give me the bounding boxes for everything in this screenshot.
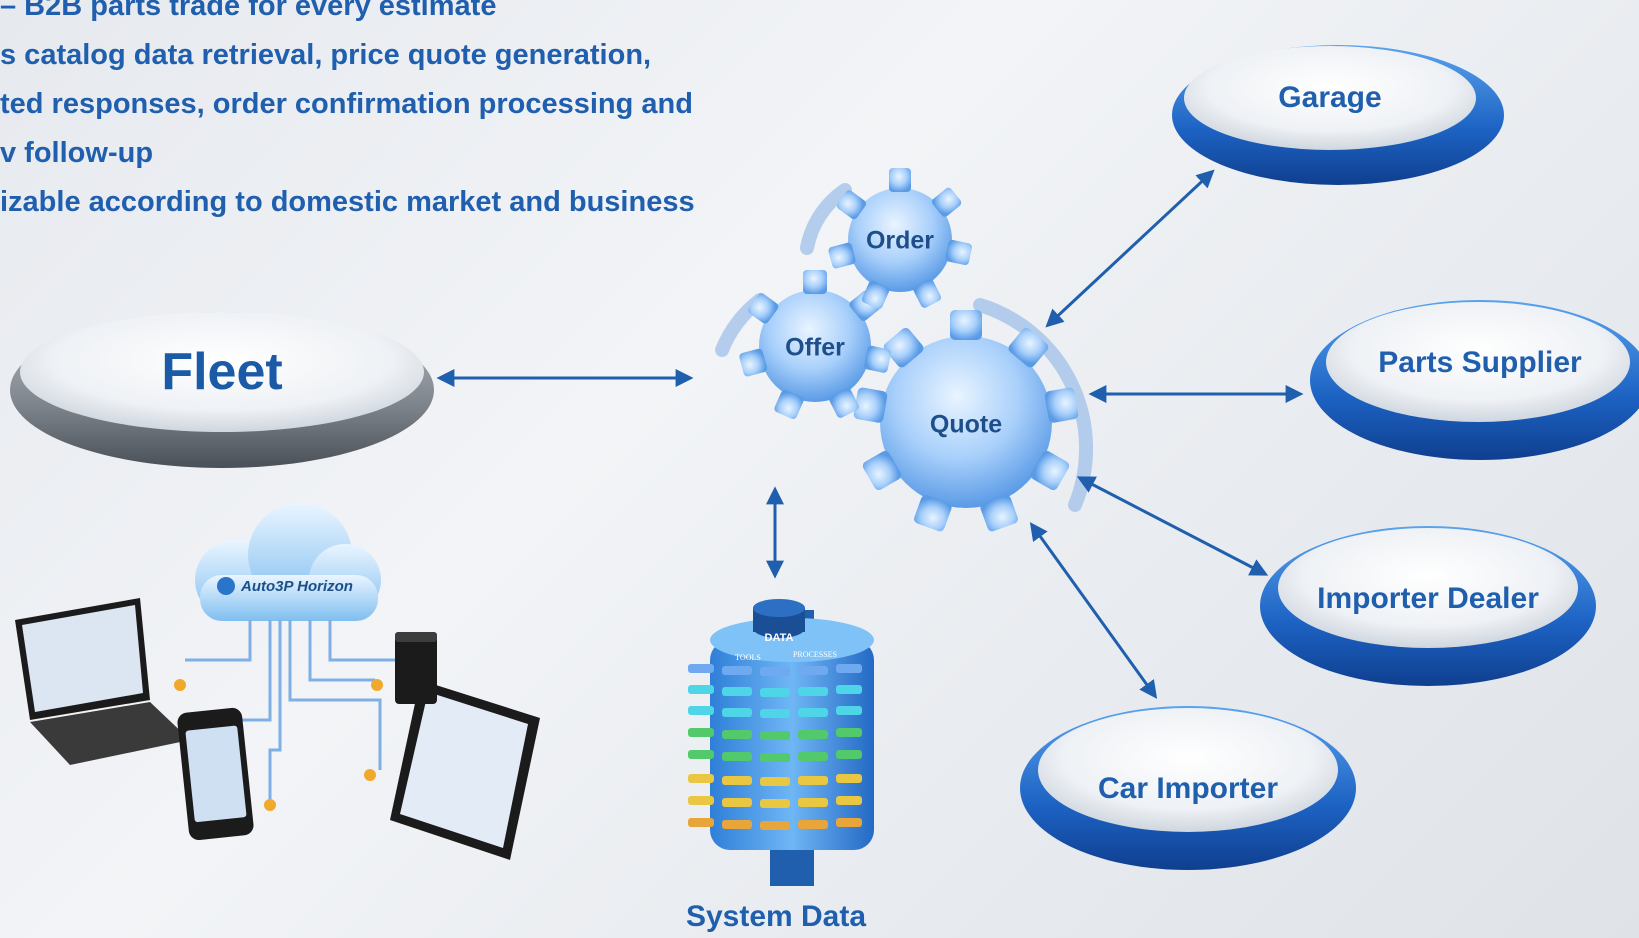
importer-dealer-label: Importer Dealer (1317, 582, 1539, 615)
garage-oval (1172, 45, 1504, 185)
quote-label: Quote (929, 410, 1003, 439)
offer-gear (739, 270, 892, 420)
phone-icon (177, 707, 254, 841)
order-gear (828, 168, 972, 309)
tablet-icon (390, 680, 540, 860)
system-data-cylinder: DATA TOOLS PROCESSES (688, 599, 874, 886)
bullet-item: v follow-up (0, 137, 154, 169)
garage-label: Garage (1278, 81, 1382, 114)
system-data-label: System Data (685, 900, 867, 933)
car-importer-arrow (1029, 522, 1158, 699)
bullet-item: s catalog data retrieval, price quote ge… (0, 39, 652, 71)
fleet-label: Fleet (161, 343, 283, 401)
node-dots (174, 679, 383, 811)
laptop-icon (15, 598, 190, 765)
bullet-item: ted responses, order confirmation proces… (0, 88, 693, 120)
cloud-icon (195, 503, 381, 621)
offer-label: Offer (785, 333, 845, 362)
parts-supplier-oval (1310, 300, 1639, 460)
router-icon (395, 632, 437, 704)
cloud-label: Auto3P Horizon (241, 578, 353, 595)
bullet-item: izable according to domestic market and … (0, 186, 695, 218)
connector-arrows (436, 169, 1304, 699)
data-layer-green (688, 728, 862, 762)
data-layer-orange (688, 818, 862, 830)
data-tag: DATA (765, 632, 794, 644)
cloud-illustration (15, 503, 540, 860)
data-layer-blue (688, 664, 862, 676)
garage-arrow (1045, 169, 1215, 328)
quote-gear (853, 310, 1079, 532)
car-importer-oval (1020, 706, 1356, 870)
data-layer-yellow (688, 774, 862, 808)
bullet-item: – B2B parts trade for every estimate (0, 0, 497, 22)
order-label: Order (865, 226, 935, 255)
processes-tag: PROCESSES (793, 650, 837, 659)
feature-bullet-list: – B2B parts trade for every estimate s c… (0, 0, 695, 227)
parts-supplier-label: Parts Supplier (1378, 346, 1582, 379)
tools-tag: TOOLS (735, 653, 761, 662)
importer-dealer-oval (1260, 526, 1596, 686)
fleet-oval (10, 312, 434, 468)
importer-dealer-arrow (1076, 476, 1269, 576)
car-importer-label: Car Importer (1097, 772, 1279, 805)
data-layer-cyan (688, 685, 862, 718)
